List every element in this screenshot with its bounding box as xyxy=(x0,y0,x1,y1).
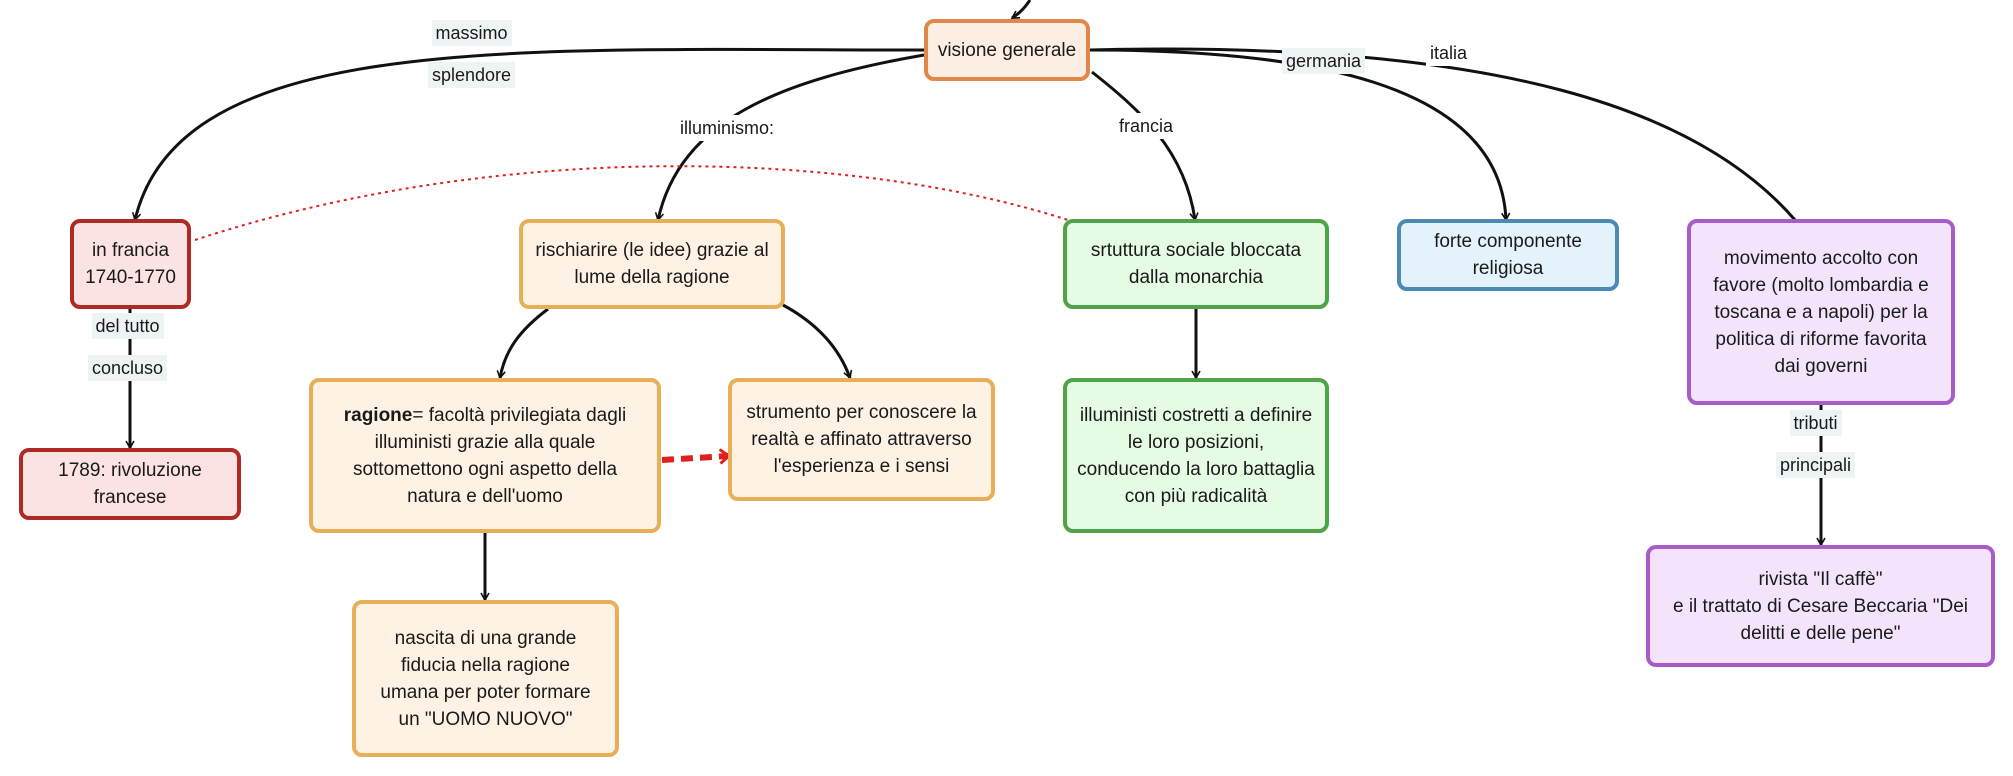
node-visione-generale[interactable]: visione generale xyxy=(924,19,1090,81)
node-costretti[interactable]: illuministi costretti a definire le loro… xyxy=(1063,378,1329,533)
cross-link-dashed xyxy=(661,456,728,460)
label-germania: germania xyxy=(1282,48,1366,74)
label-italia: italia xyxy=(1426,40,1472,66)
node-rivista-line2: e il trattato di Cesare Beccaria "Dei de… xyxy=(1672,595,1969,644)
node-rischiarire[interactable]: rischiarire (le idee) grazie al lume del… xyxy=(519,219,785,309)
node-rivista[interactable]: rivista "Il caffè" e il trattato di Cesa… xyxy=(1646,545,1995,667)
node-movimento[interactable]: movimento accolto con favore (molto lomb… xyxy=(1687,219,1955,405)
label-massimo: massimo xyxy=(431,20,512,46)
label-francia: francia xyxy=(1115,113,1178,139)
node-strumento[interactable]: strumento per conoscere la realtà e affi… xyxy=(728,378,995,501)
node-srtuttura-text: srtuttura sociale bloccata dalla monarch… xyxy=(1090,240,1302,288)
edge-visione-francia-period xyxy=(131,47,925,222)
node-costretti-text: illuministi costretti a definire le loro… xyxy=(1077,404,1315,507)
label-principali: principali xyxy=(1776,452,1856,478)
node-ragione-rest: = facoltà privilegiata dagli illuministi… xyxy=(352,404,627,507)
node-rivoluzione-text: 1789: rivoluzione francese xyxy=(58,460,202,508)
edge-visione-rischiarire xyxy=(654,53,925,222)
node-visione-text: visione generale xyxy=(937,39,1077,61)
edge-visione-religiosa xyxy=(1089,48,1511,222)
edge-rischiarire-strumento xyxy=(782,303,853,380)
node-ragione-text: ragione= facoltà privilegiata dagli illu… xyxy=(335,402,635,510)
label-tributi-principali: tributi principali xyxy=(1776,410,1856,478)
node-religiosa[interactable]: forte componente religiosa xyxy=(1397,219,1619,291)
node-in-francia-text: in francia 1740-1770 xyxy=(85,240,176,288)
label-del-tutto: del tutto xyxy=(91,313,164,339)
label-concluso: concluso xyxy=(88,355,168,381)
node-in-francia[interactable]: in francia 1740-1770 xyxy=(70,219,191,309)
edge-visione-srtuttura xyxy=(1091,70,1199,222)
node-rivista-line1: rivista "Il caffè" xyxy=(1758,568,1883,590)
node-strumento-text: strumento per conoscere la realtà e affi… xyxy=(746,402,977,477)
node-rischiarire-text: rischiarire (le idee) grazie al lume del… xyxy=(535,240,769,288)
node-ragione[interactable]: ragione= facoltà privilegiata dagli illu… xyxy=(309,378,661,533)
edge-incoming xyxy=(1010,0,1032,20)
label-tributi: tributi xyxy=(1789,410,1842,436)
node-ragione-bold: ragione xyxy=(343,404,413,426)
node-religiosa-text: forte componente religiosa xyxy=(1434,231,1582,279)
label-del-tutto-concluso: del tutto concluso xyxy=(88,313,168,381)
label-illuminismo: illuminismo: xyxy=(676,115,779,141)
node-rivoluzione[interactable]: 1789: rivoluzione francese xyxy=(19,448,241,520)
node-nascita[interactable]: nascita di una grande fiducia nella ragi… xyxy=(352,600,619,757)
label-splendore: splendore xyxy=(428,62,516,88)
edge-visione-movimento xyxy=(1089,47,1797,221)
edge-rischiarire-ragione xyxy=(496,307,549,380)
node-nascita-text: nascita di una grande fiducia nella ragi… xyxy=(380,627,591,730)
cross-link-dotted xyxy=(194,165,1069,241)
label-massimo-splendore: massimo splendore xyxy=(428,20,516,88)
node-movimento-text: movimento accolto con favore (molto lomb… xyxy=(1713,247,1929,377)
node-srtuttura[interactable]: srtuttura sociale bloccata dalla monarch… xyxy=(1063,219,1329,309)
